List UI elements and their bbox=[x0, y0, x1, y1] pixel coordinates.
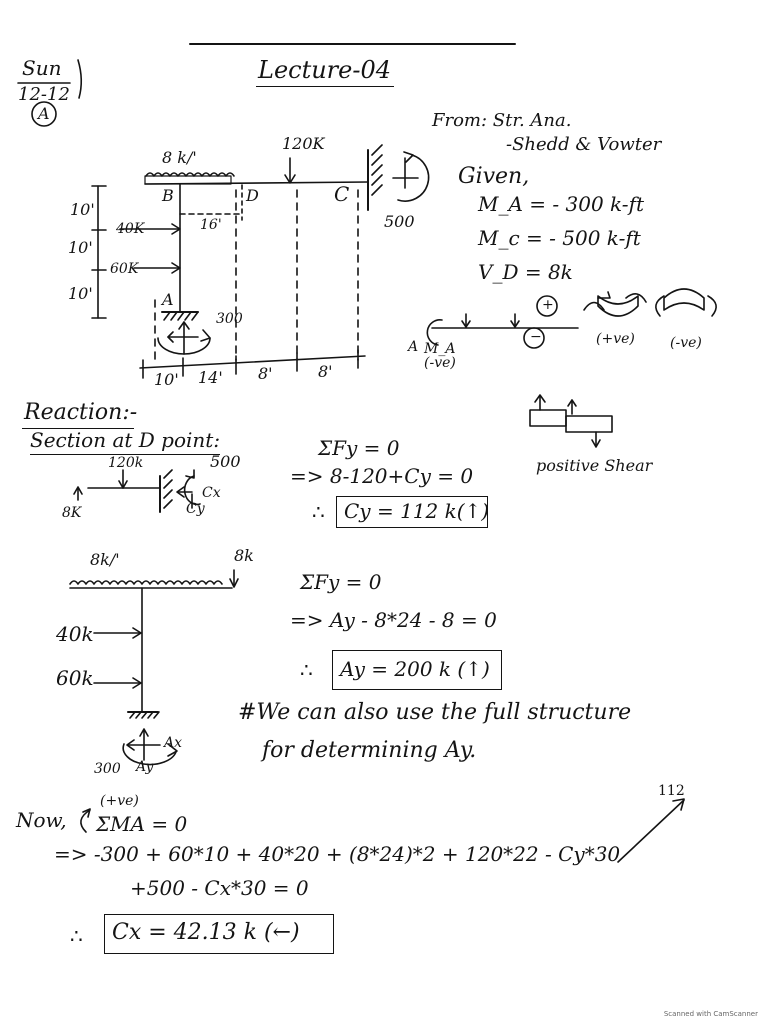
fbd-cx-label: Cx bbox=[202, 485, 221, 501]
fbd2-moment-label: 300 bbox=[94, 761, 121, 777]
fbd2-ay-label: Ay bbox=[136, 759, 154, 775]
fbd-moment-label: 500 bbox=[210, 452, 241, 471]
load-40-label: 40K bbox=[116, 221, 145, 237]
fbd2-udl-label: 8k/' bbox=[90, 550, 120, 569]
sign-ma-label: M_A bbox=[424, 341, 456, 357]
reaction-heading: Reaction:- bbox=[24, 400, 138, 425]
now-label: Now, bbox=[16, 808, 67, 832]
reaction-therefore: ∴ bbox=[312, 500, 325, 524]
result-cx-box bbox=[104, 914, 334, 954]
moment-c-label: 500 bbox=[384, 212, 415, 231]
sign-a-label: A bbox=[408, 339, 419, 355]
moment-sign: (+ve) bbox=[100, 793, 139, 809]
given-mc: M_c = - 500 k-ft bbox=[478, 226, 641, 250]
cy-substitution: 112 bbox=[658, 783, 685, 799]
given-vd: V_D = 8k bbox=[478, 260, 573, 284]
result-cy: Cy = 112 k(↑) bbox=[344, 499, 490, 523]
moment-therefore: ∴ bbox=[70, 924, 83, 948]
reference-from: From: Str. Ana. bbox=[432, 110, 572, 131]
moment-line-2: +500 - Cx*30 = 0 bbox=[130, 876, 309, 900]
moment-a-label: 300 bbox=[216, 311, 243, 327]
fbd2-eq2: => Ay - 8*24 - 8 = 0 bbox=[290, 608, 497, 632]
reaction-eq2: => 8-120+Cy = 0 bbox=[290, 464, 474, 488]
udl-label: 8 k/' bbox=[162, 148, 197, 167]
node-a-label: A bbox=[162, 290, 174, 309]
fbd2-load-40: 40k bbox=[56, 622, 94, 646]
node-c-label: C bbox=[334, 182, 350, 206]
positive-shear-label: positive Shear bbox=[536, 456, 653, 475]
load-60-label: 60K bbox=[110, 261, 139, 277]
result-ay: Ay = 200 k (↑) bbox=[340, 657, 490, 681]
node-b-label: B bbox=[162, 186, 174, 205]
sign-neg-label: (-ve) bbox=[424, 355, 456, 371]
header-date: 12-12 bbox=[18, 84, 70, 105]
page-title: Lecture-04 bbox=[258, 56, 392, 84]
result-ay-box bbox=[332, 650, 502, 690]
note-line-2: for determining Ay. bbox=[262, 738, 477, 763]
header-page-mark: A bbox=[38, 104, 50, 123]
dim-left-3: 10' bbox=[68, 284, 93, 303]
given-ma: M_A = - 300 k-ft bbox=[478, 192, 645, 216]
fbd-8k-label: 8K bbox=[62, 505, 82, 521]
reference-authors: -Shedd & Vowter bbox=[506, 134, 662, 155]
note-line-1: #We can also use the full structure bbox=[238, 700, 632, 725]
result-cy-box bbox=[336, 496, 488, 528]
sign-pos-curve: (+ve) bbox=[596, 331, 635, 347]
header-day: Sun bbox=[22, 56, 62, 80]
fbd2-eq1: ΣFy = 0 bbox=[300, 570, 382, 594]
dim-left-1: 10' bbox=[70, 200, 95, 219]
sign-plus: + bbox=[542, 297, 554, 313]
dim-left-2: 10' bbox=[68, 238, 93, 257]
dim-bottom-4: 8' bbox=[318, 362, 333, 381]
dim-bottom-3: 8' bbox=[258, 364, 273, 383]
dim-bottom-1: 10' bbox=[154, 370, 179, 389]
dim-bottom-2: 14' bbox=[198, 368, 223, 387]
title-underline bbox=[256, 86, 394, 87]
node-d-label: D bbox=[246, 186, 259, 205]
section-heading: Section at D point: bbox=[30, 428, 221, 452]
fbd2-therefore: ∴ bbox=[300, 658, 313, 682]
fbd2-tip-load-label: 8k bbox=[234, 546, 254, 565]
given-heading: Given, bbox=[458, 164, 530, 189]
sign-minus: − bbox=[530, 329, 542, 345]
dim-16-label: 16' bbox=[200, 217, 222, 233]
reaction-underline bbox=[22, 428, 134, 429]
fbd2-ax-label: Ax bbox=[164, 735, 183, 751]
sign-neg-curve: (-ve) bbox=[670, 335, 702, 351]
scan-watermark: Scanned with CamScanner bbox=[663, 1010, 758, 1018]
fbd2-load-60: 60k bbox=[56, 666, 94, 690]
result-cx: Cx = 42.13 k (←) bbox=[112, 920, 300, 945]
moment-sum: ΣMA = 0 bbox=[96, 812, 188, 836]
fbd-load-label: 120k bbox=[108, 455, 144, 471]
reaction-eq1: ΣFy = 0 bbox=[318, 436, 400, 460]
moment-line-1: => -300 + 60*10 + 40*20 + (8*24)*2 + 120… bbox=[54, 842, 621, 866]
section-underline bbox=[30, 454, 220, 455]
point-load-label: 120K bbox=[282, 134, 325, 153]
fbd-cy-label: Cy bbox=[186, 501, 205, 517]
